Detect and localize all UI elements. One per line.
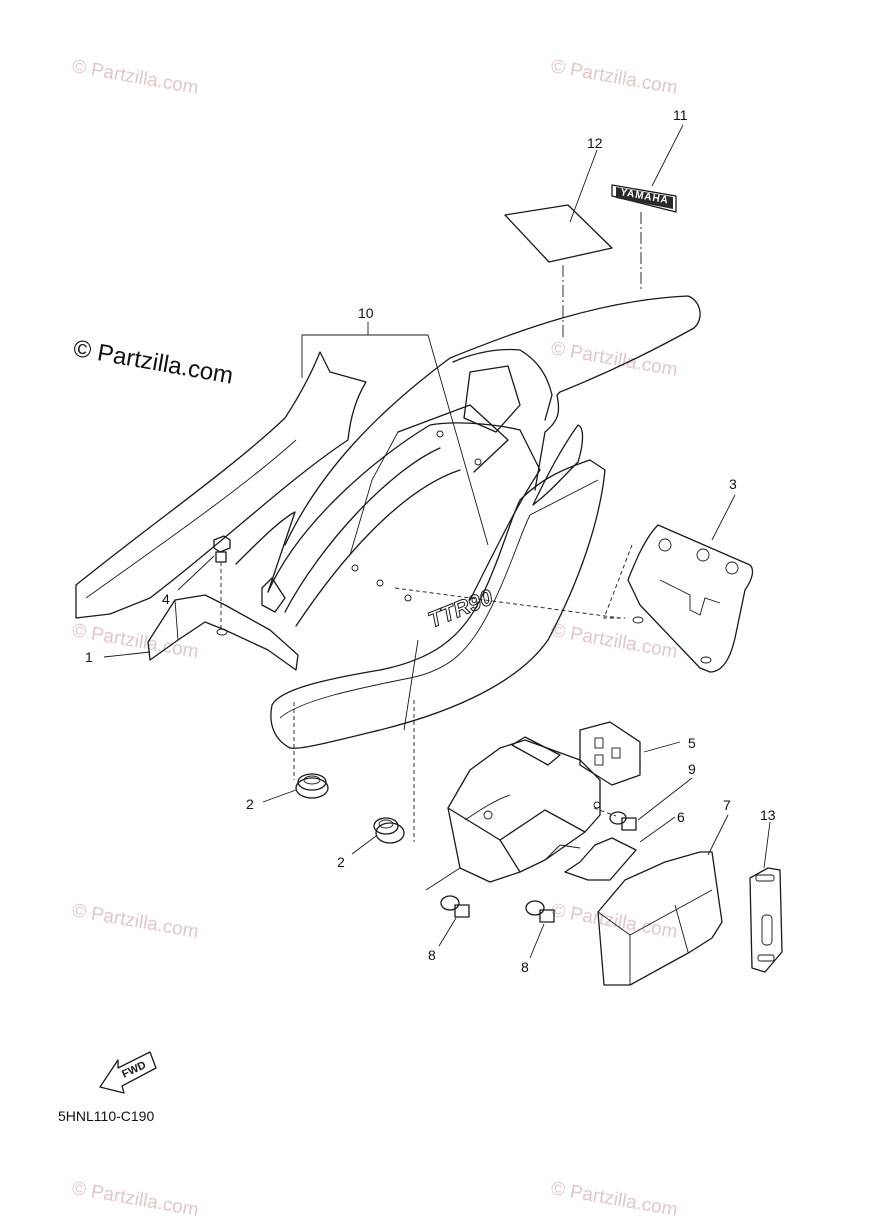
part-12-label <box>504 149 613 338</box>
callout-9: 9 <box>688 761 696 777</box>
part-4-bolt <box>177 535 231 630</box>
part-8-bolt-b <box>525 900 555 959</box>
callout-12: 12 <box>587 135 603 151</box>
callout-10: 10 <box>358 305 374 321</box>
part-5-battery-box <box>425 721 681 891</box>
callout-2: 2 <box>246 796 254 812</box>
part-13-strap <box>749 821 783 973</box>
callout-5: 5 <box>688 735 696 751</box>
callout-4: 4 <box>162 591 170 607</box>
side-cover-assembly: TTR90 <box>235 295 701 842</box>
part-1-bracket <box>103 577 299 671</box>
callout-8: 8 <box>428 947 436 963</box>
part-7-battery-cover <box>597 814 729 986</box>
tank-logo: TTR90 <box>424 583 497 633</box>
part-11-decal: YAMAHA <box>611 124 684 292</box>
callout-8: 8 <box>521 959 529 975</box>
callout-3: 3 <box>729 476 737 492</box>
part-6-pad <box>564 816 676 881</box>
callout-13: 13 <box>760 807 776 823</box>
diagram-code: 5HNL110-C190 <box>58 1108 155 1124</box>
part-10-seat <box>75 322 489 619</box>
tank-logo-text: TTR90 <box>425 584 497 633</box>
callout-6: 6 <box>677 809 685 825</box>
part-2-grommet-a <box>262 773 329 803</box>
part-2-grommet-b <box>351 817 405 855</box>
callout-2: 2 <box>337 854 345 870</box>
callout-11: 11 <box>673 107 688 123</box>
fwd-arrow-icon: FWD <box>99 1051 157 1094</box>
fwd-label: FWD <box>120 1059 148 1080</box>
callout-1: 1 <box>85 649 93 665</box>
part-3-plate <box>603 494 754 673</box>
part-9-bolt <box>593 777 693 831</box>
callout-7: 7 <box>723 797 731 813</box>
part-8-bolt-a <box>438 895 470 947</box>
